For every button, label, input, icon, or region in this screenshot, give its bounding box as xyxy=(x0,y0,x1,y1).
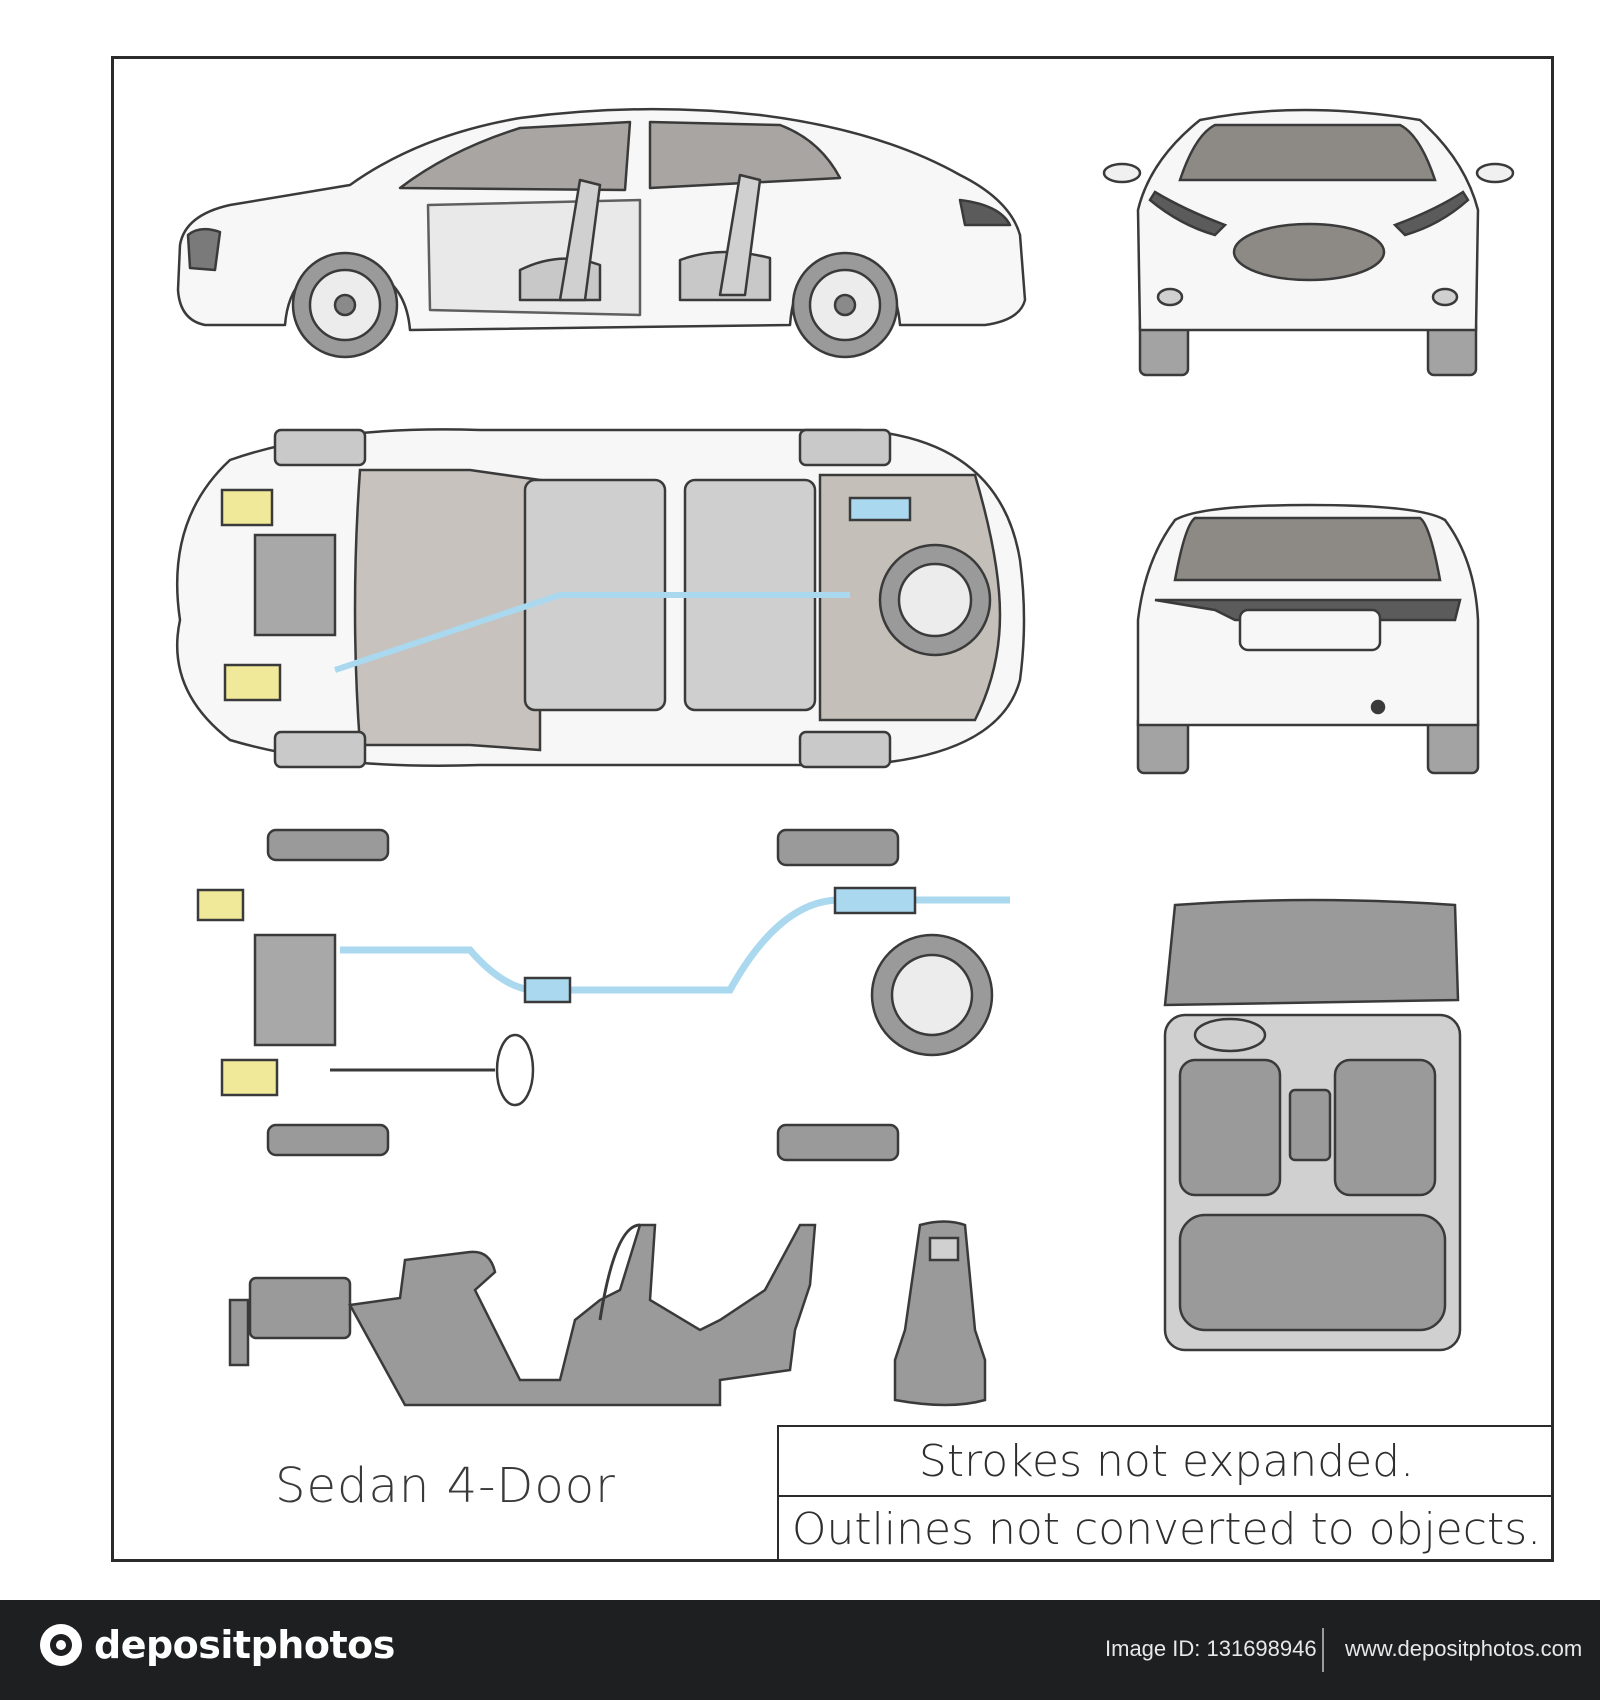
chassis-parts xyxy=(196,828,1010,1162)
note-outlines: Outlines not converted to objects. xyxy=(791,1503,1542,1555)
seat-front-view xyxy=(893,1220,987,1407)
side-view xyxy=(176,107,1027,359)
top-view xyxy=(175,428,1026,769)
footer-bar: depositphotos Image ID: 131698946 www.de… xyxy=(0,1600,1600,1700)
rear-view xyxy=(1136,503,1480,775)
image-id: Image ID: 131698946 xyxy=(1105,1636,1317,1661)
interior-side-view xyxy=(228,1223,817,1407)
drawing-frame xyxy=(111,56,1554,1562)
front-view xyxy=(1102,108,1515,377)
site-link[interactable]: www.depositphotos.com xyxy=(1345,1636,1583,1661)
brand-text: depositphotos xyxy=(94,1623,395,1667)
brand-logo[interactable]: depositphotos xyxy=(38,1622,395,1668)
note-strokes: Strokes not expanded. xyxy=(779,1427,1554,1497)
notes-box: Strokes not expanded. Outlines not conve… xyxy=(777,1425,1554,1562)
footer-separator xyxy=(1322,1628,1324,1672)
diagram-title: Sedan 4-Door xyxy=(275,1458,616,1514)
interior-top-view xyxy=(1163,898,1462,1352)
depositphotos-logo-icon xyxy=(40,1624,82,1666)
